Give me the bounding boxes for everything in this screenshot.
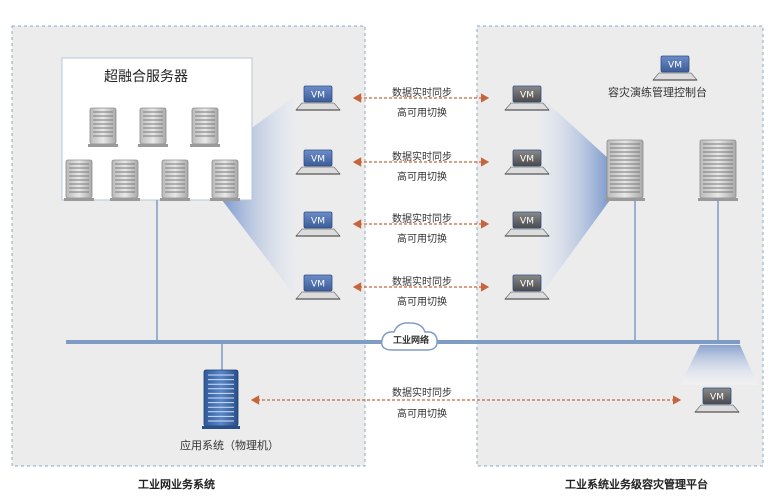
replica-vm-icon: VM	[504, 274, 550, 300]
physical-failover-label: 高可用切换	[397, 409, 447, 420]
vm-label: VM	[710, 393, 724, 403]
replica-vm-icon: VM	[504, 211, 550, 237]
failover-label: 高可用切换	[397, 172, 447, 183]
primary-vm-icon: VM	[295, 149, 341, 175]
hci-server-icon	[160, 159, 190, 201]
console-vm-icon: VM	[652, 55, 698, 81]
hci-server-icon	[64, 159, 94, 201]
failover-label: 高可用切换	[397, 234, 447, 245]
left-zone-caption: 工业网业务系统	[138, 478, 215, 491]
failover-label: 高可用切换	[397, 297, 447, 308]
network-label: 工业网络	[393, 334, 429, 346]
primary-vm-icon: VM	[295, 211, 341, 237]
network-cloud-icon: 工业网络	[380, 322, 438, 351]
primary-vm-icon: VM	[295, 85, 341, 111]
hci-server-icon	[110, 159, 140, 201]
hci-server-icon	[138, 107, 168, 147]
dr-beam	[540, 96, 610, 296]
physical-vm-beam	[680, 345, 758, 385]
sync-label: 数据实时同步	[392, 277, 452, 288]
right-zone-caption: 工业系统业务级容灾管理平台	[565, 478, 708, 491]
vm-label: VM	[520, 91, 534, 101]
dr-server-icon	[698, 139, 738, 201]
physical-replica-vm-icon: VM	[694, 387, 740, 413]
sync-label: 数据实时同步	[392, 152, 452, 163]
vm-label: VM	[311, 217, 325, 227]
vm-label: VM	[311, 280, 325, 290]
sync-label: 数据实时同步	[392, 214, 452, 225]
dr-server-icon	[605, 139, 645, 201]
hci-server-icon	[210, 159, 240, 201]
sync-label: 数据实时同步	[392, 88, 452, 99]
vm-label: VM	[311, 155, 325, 165]
vm-label: VM	[520, 155, 534, 165]
hci-server-icon	[88, 107, 118, 147]
failover-label: 高可用切换	[397, 108, 447, 119]
app-system-label: 应用系统（物理机）	[180, 439, 279, 452]
replica-vm-icon: VM	[504, 149, 550, 175]
hci-server-icon	[190, 107, 220, 147]
app-server-icon	[202, 369, 240, 429]
vm-label: VM	[520, 217, 534, 227]
vm-label: VM	[520, 280, 534, 290]
console-label: 容灾演练管理控制台	[608, 86, 707, 99]
replica-vm-icon: VM	[504, 85, 550, 111]
hci-title: 超融合服务器	[104, 69, 188, 85]
vm-label: VM	[668, 61, 682, 71]
physical-sync-label: 数据实时同步	[392, 388, 452, 399]
vm-label: VM	[311, 91, 325, 101]
primary-vm-icon: VM	[295, 274, 341, 300]
